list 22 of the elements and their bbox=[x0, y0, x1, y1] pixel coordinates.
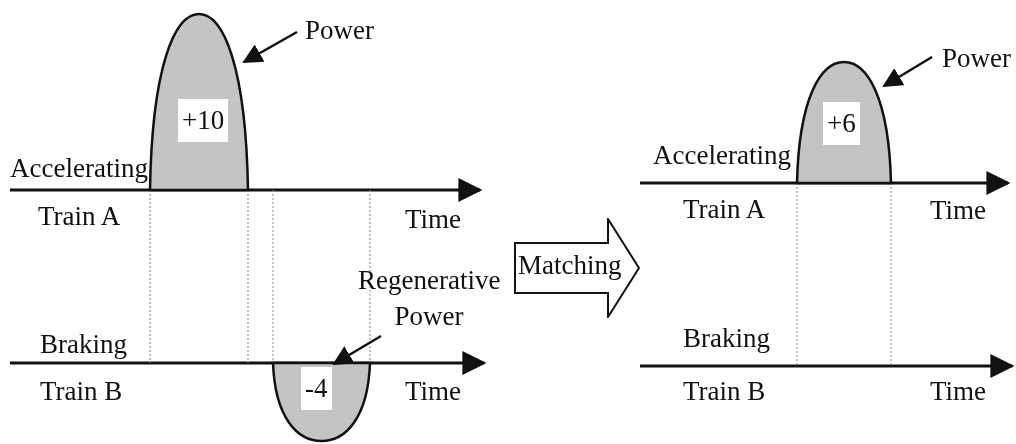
value-label: +10 bbox=[178, 99, 229, 142]
state-label: Accelerating bbox=[653, 142, 791, 169]
value-label: +6 bbox=[823, 102, 860, 145]
block-arrow: Matching bbox=[514, 218, 640, 318]
value-label: -4 bbox=[301, 367, 332, 410]
train-label: Train A bbox=[683, 196, 766, 223]
train-label: Train B bbox=[683, 378, 766, 405]
callout-label: Regenerative Power bbox=[358, 262, 500, 335]
state-label: Braking bbox=[683, 325, 770, 352]
leader-arrow bbox=[882, 55, 933, 88]
state-label: Accelerating bbox=[10, 155, 148, 182]
axis-title: Time bbox=[930, 197, 987, 224]
train-label: Train A bbox=[38, 203, 121, 230]
leader-arrow bbox=[332, 334, 382, 366]
axis-title: Time bbox=[930, 378, 987, 405]
leader-arrow bbox=[242, 30, 298, 64]
state-label: Braking bbox=[40, 331, 127, 358]
axis-title: Time bbox=[405, 206, 462, 233]
callout-label: Power bbox=[305, 12, 374, 49]
train-label: Train B bbox=[40, 378, 123, 405]
axis-title: Time bbox=[405, 378, 462, 405]
callout-label: Power bbox=[942, 40, 1011, 77]
